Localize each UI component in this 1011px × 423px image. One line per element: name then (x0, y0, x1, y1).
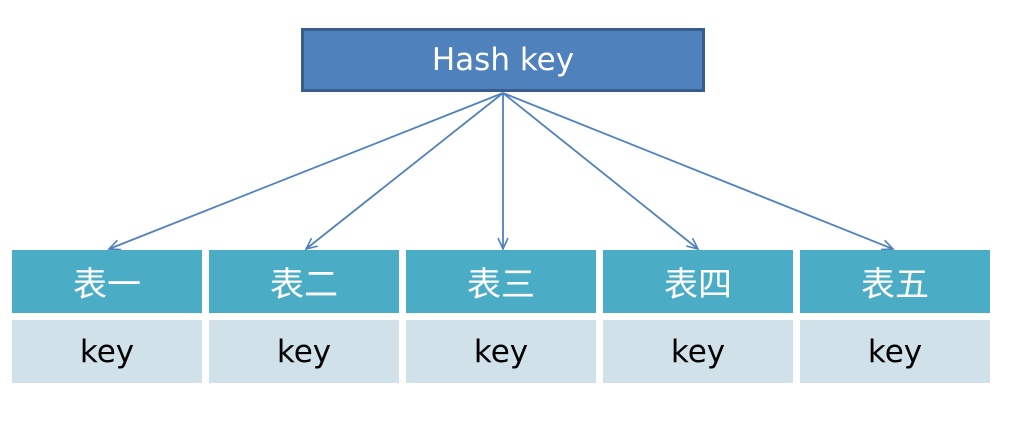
table-3-name: 表三 (406, 250, 596, 313)
table-1: 表一 key (12, 250, 202, 383)
hash-key-node: Hash key (301, 28, 705, 92)
arrow-to-table-5 (502, 92, 895, 251)
table-2: 表二 key (209, 250, 399, 383)
table-3-key-field: key (406, 320, 596, 383)
table-2-name: 表二 (209, 250, 399, 313)
table-5-name: 表五 (800, 250, 990, 313)
table-5-key-field: key (800, 320, 990, 383)
table-4: 表四 key (603, 250, 793, 383)
arrow-to-table-4 (502, 92, 700, 251)
arrow-to-table-1 (107, 92, 504, 251)
arrow-to-table-2 (304, 92, 504, 251)
table-5: 表五 key (800, 250, 990, 383)
table-3: 表三 key (406, 250, 596, 383)
table-2-key-field: key (209, 320, 399, 383)
hash-key-label: Hash key (431, 42, 575, 78)
table-4-name: 表四 (603, 250, 793, 313)
table-1-name: 表一 (12, 250, 202, 313)
table-1-key-field: key (12, 320, 202, 383)
table-4-key-field: key (603, 320, 793, 383)
